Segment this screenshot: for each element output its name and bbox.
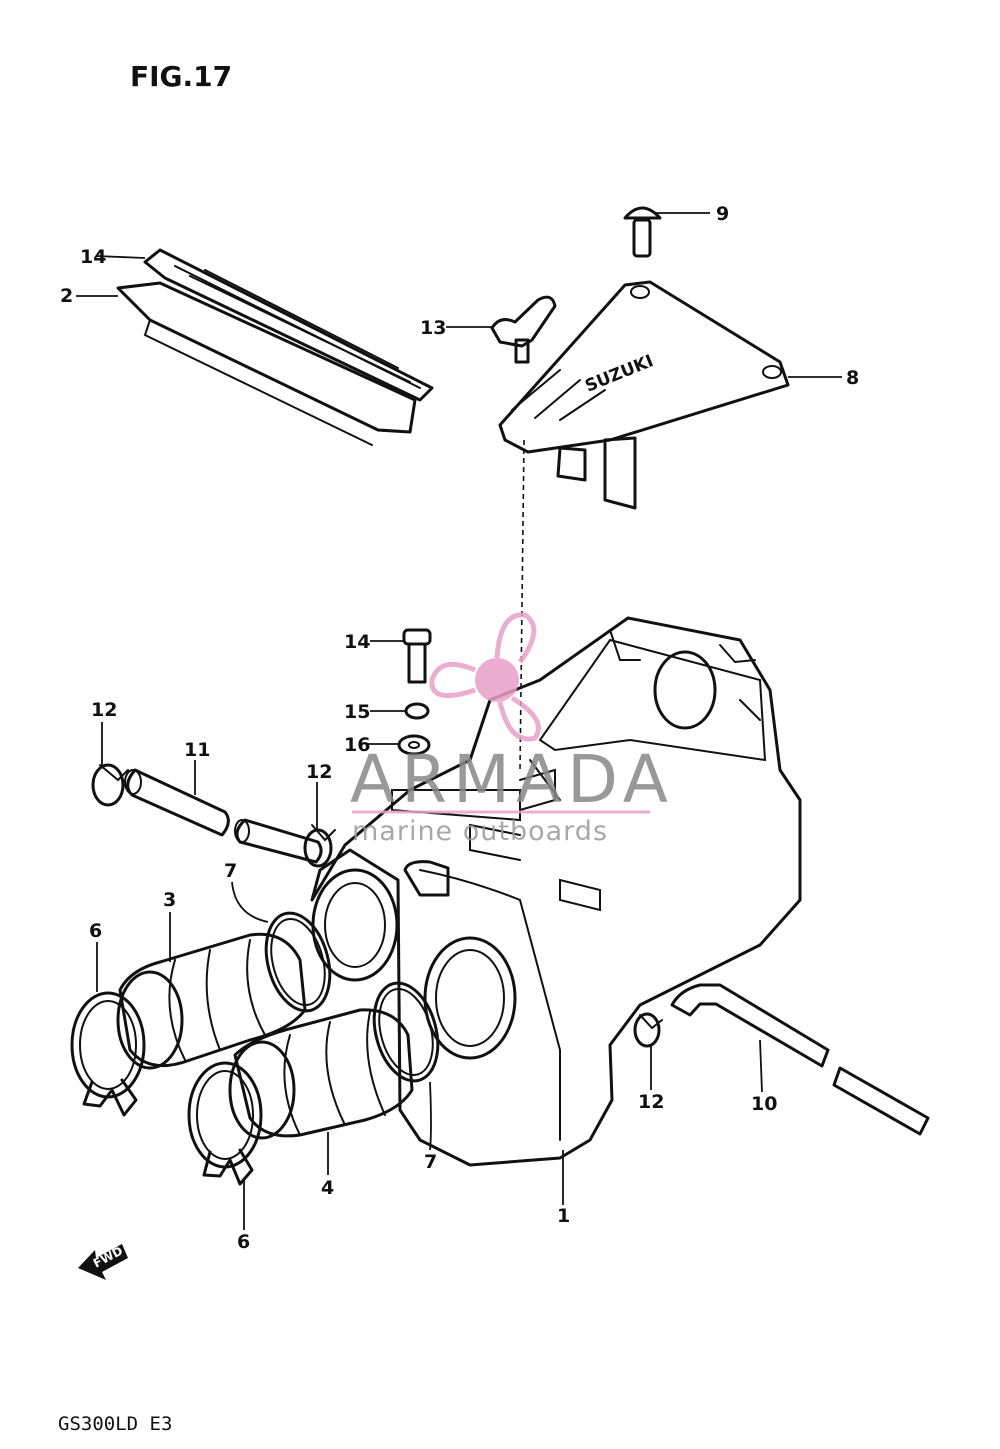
callout-10: 10	[751, 1093, 777, 1115]
part-14-bolt	[402, 628, 432, 684]
part-13-wing-nut	[490, 295, 557, 364]
forward-arrow: FWD	[78, 1244, 128, 1280]
callout-11: 11	[184, 739, 210, 761]
part-3-filter-mesh	[143, 248, 434, 402]
watermark-brand: ARMADA	[350, 741, 674, 818]
part-6-hose-clamp-lower	[187, 1061, 263, 1186]
callout-12-right: 12	[638, 1091, 664, 1113]
part-10-drain-hose	[670, 983, 930, 1136]
callout-14: 14	[344, 631, 370, 653]
part-12-clip-right	[633, 1012, 663, 1048]
callout-7-lower: 7	[424, 1151, 437, 1173]
callout-12-left: 12	[91, 699, 117, 721]
callout-3: 14	[80, 246, 106, 268]
part-11-hose	[124, 768, 323, 864]
callout-7-upper: 7	[224, 860, 237, 882]
callout-9: 9	[716, 203, 729, 225]
model-code: GS300LD E3	[58, 1413, 172, 1435]
callout-1: 1	[557, 1205, 570, 1227]
cover-brand-text: SUZUKI	[582, 351, 656, 396]
part-16-washer	[397, 734, 431, 756]
callout-5: 4	[321, 1177, 334, 1199]
callout-4: 3	[163, 889, 176, 911]
part-12-clip-left	[91, 763, 129, 807]
callout-2: 2	[60, 285, 73, 307]
callout-6-lower: 6	[237, 1231, 250, 1253]
watermark: ARMADA marine outboards	[350, 612, 674, 847]
part-7-gasket-lower	[372, 981, 440, 1083]
part-1-air-cleaner-case	[310, 616, 802, 1167]
propeller-logo-icon	[475, 658, 519, 702]
propeller-blades-icon	[429, 612, 541, 742]
part-9-screw	[623, 206, 662, 258]
callout-13: 13	[420, 317, 446, 339]
watermark-tagline: marine outboards	[352, 816, 608, 847]
callout-labels: 14 2 9 13 8 14 15 16 12 11 12 7 3 6 12 1…	[60, 203, 859, 1253]
callout-16: 16	[344, 734, 370, 756]
leader-lines	[76, 212, 842, 1230]
callout-12-middle: 12	[306, 761, 332, 783]
callout-8: 8	[846, 367, 859, 389]
part-8-air-cleaner-cover: SUZUKI	[498, 280, 790, 510]
part-5-intake-boot	[228, 1008, 414, 1140]
callout-15: 15	[344, 701, 370, 723]
callout-6-upper: 6	[89, 920, 102, 942]
part-2-filter-element	[116, 281, 417, 446]
part-7-gasket-upper	[264, 911, 332, 1013]
figure-title: FIG.17	[130, 60, 232, 93]
part-6-hose-clamp-upper	[70, 991, 146, 1117]
part-15-washer	[404, 702, 430, 720]
